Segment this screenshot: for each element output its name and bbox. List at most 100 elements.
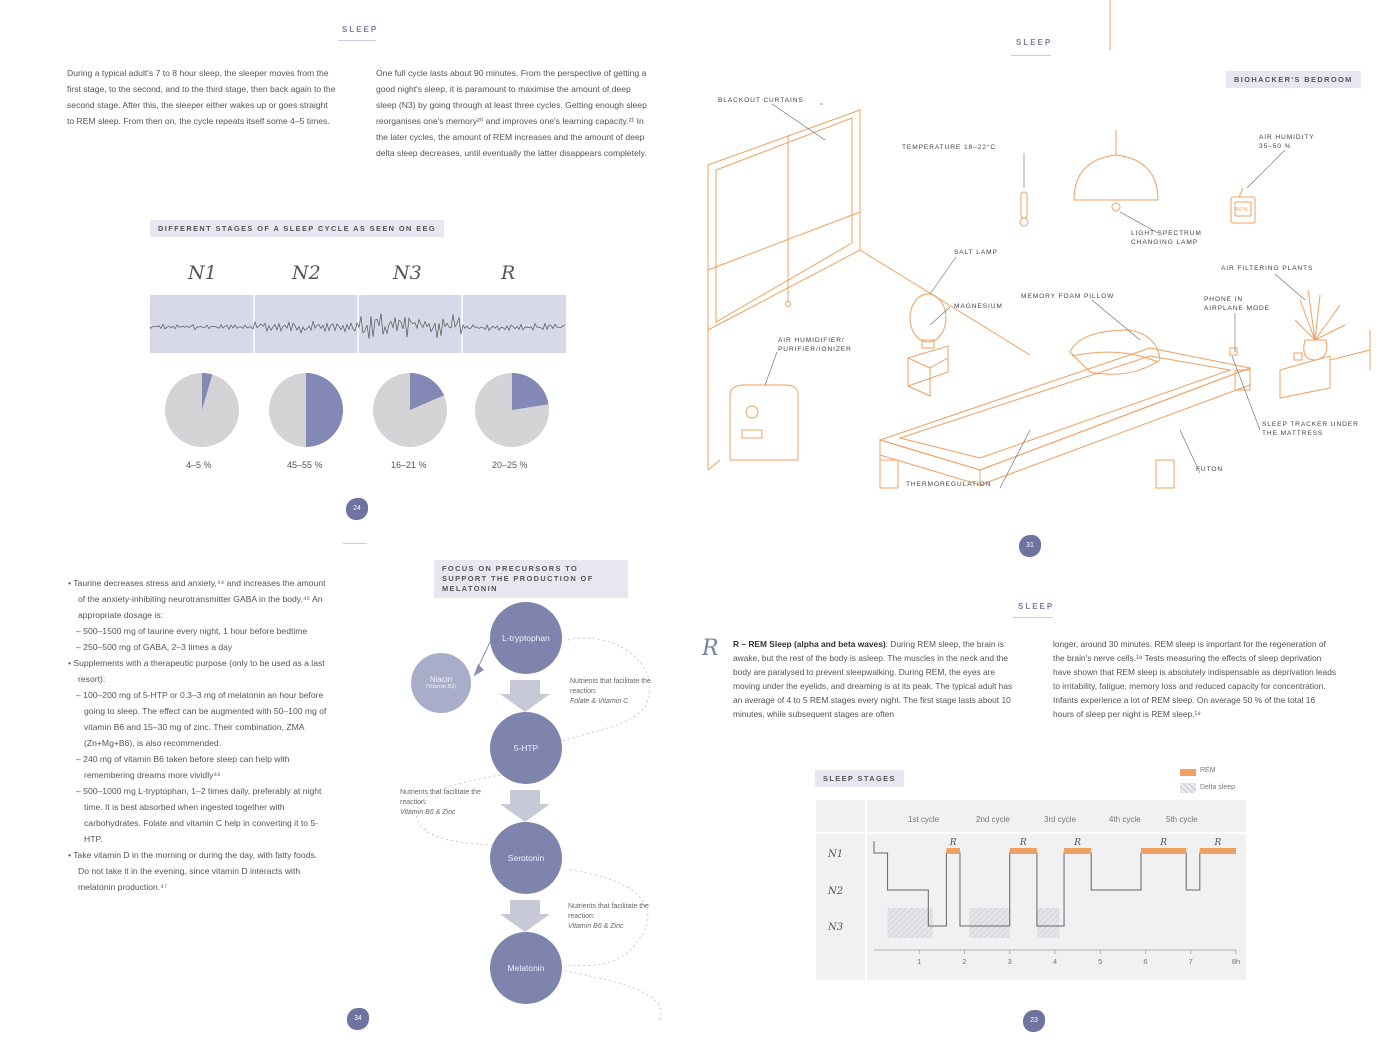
cycle-label-2: 2nd cycle — [976, 815, 1010, 824]
precursor-melatonin: Melatonin — [490, 932, 562, 1004]
page-number: 23 — [1023, 1010, 1045, 1032]
bedroom-figure-title: BIOHACKER'S BEDROOM — [1226, 71, 1361, 88]
callout-phone-airplane: PHONE IN AIRPLANE MODE — [1204, 296, 1270, 312]
eeg-waveform-strip — [150, 295, 566, 353]
precursor-l-tryptophan: L-tryptophan — [490, 602, 562, 674]
delta-period-1 — [887, 908, 933, 938]
x-tick-label: 5 — [1098, 957, 1102, 966]
rem-text-1: : During REM sleep, the brain is awake, … — [733, 639, 1013, 719]
cycle-label-3: 3rd cycle — [1044, 815, 1077, 824]
note-title: Nutrients that facilitate the reaction: — [570, 678, 651, 695]
rem-period-5 — [1199, 848, 1236, 854]
list-item: • Take vitamin D in the morning or durin… — [68, 850, 318, 892]
list-item: – 500–1500 mg of taurine every night, 1 … — [76, 626, 308, 636]
callout-futon: FUTON — [1196, 466, 1224, 473]
list-item: • Supplements with a therapeutic purpose… — [68, 658, 325, 684]
niacin-label: Niacin — [429, 675, 453, 684]
x-tick-label: 8h — [1232, 957, 1240, 966]
intro-column-2: One full cycle lasts about 90 minutes. F… — [376, 68, 647, 158]
list-item: – 250–500 mg of GABA, 2–3 times a day — [76, 642, 233, 652]
cycle-label-1: 1st cycle — [908, 815, 940, 824]
page-number: 31 — [1019, 535, 1041, 557]
x-tick-label: 4 — [1053, 957, 1057, 966]
stage-pct-r: 20–25 % — [492, 460, 528, 470]
rem-heading: R – REM Sleep (alpha and beta waves) — [733, 639, 886, 649]
rem-period-1 — [946, 848, 960, 854]
callout-light-lamp: LIGHT SPECTRUM CHANGING LAMP — [1131, 230, 1202, 246]
stage-pies — [165, 372, 549, 447]
supplement-list: • Taurine decreases stress and anxiety,⁴… — [68, 575, 330, 895]
rem-marker-2: R — [1019, 838, 1027, 848]
intro-column-1: During a typical adult's 7 to 8 hour sle… — [67, 68, 336, 126]
legend-delta-swatch — [1180, 783, 1196, 793]
precursor-serotonin: Serotonin — [490, 822, 562, 894]
drop-cap: R — [702, 636, 719, 661]
section-divider — [338, 40, 376, 41]
precursor-figure-title: FOCUS ON PRECURSORS TO SUPPORT THE PRODU… — [434, 560, 628, 598]
humidity-display: 40% — [1235, 207, 1249, 213]
section-divider — [1013, 617, 1053, 618]
list-item: – 500–1000 mg L-tryptophan, 1–2 times da… — [76, 786, 322, 844]
section-label: SLEEP — [342, 25, 379, 34]
section-label: SLEEP — [1018, 602, 1055, 611]
precursor-5-htp: 5-HTP — [490, 712, 562, 784]
page-number: 24 — [346, 498, 368, 520]
page-bottom-right: SLEEP R R – REM Sleep (alpha and beta wa… — [690, 560, 1400, 1053]
rem-period-3 — [1064, 848, 1092, 854]
nutrient-note-1: Nutrients that facilitate the reaction: … — [570, 677, 670, 707]
stage-pct-n1: 4–5 % — [186, 460, 212, 470]
stage-label-r: R — [501, 262, 516, 284]
section-divider — [343, 543, 367, 544]
x-tick-label: 3 — [1008, 957, 1012, 966]
callout-sleep-tracker: SLEEP TRACKER UNDER THE MATTRESS — [1262, 421, 1359, 437]
eeg-figure-title: DIFFERENT STAGES OF A SLEEP CYCLE AS SEE… — [150, 220, 444, 237]
stage-pct-n2: 45–55 % — [287, 460, 323, 470]
stage-pct-n3: 16–21 % — [391, 460, 427, 470]
page-top-left: SLEEP During a typical adult's 7 to 8 ho… — [0, 0, 690, 530]
note-title: Nutrients that facilitate the reaction: — [400, 789, 481, 806]
callout-air-humidity: AIR HUMIDITY 35–50 % — [1259, 134, 1315, 150]
x-tick-label: 1 — [917, 957, 921, 966]
list-item: – 240 mg of vitamin B6 taken before slee… — [76, 754, 290, 780]
note-nutrients: Folate & Vitamin C — [570, 698, 629, 705]
rem-column-2: longer, around 30 minutes. REM sleep is … — [1053, 639, 1337, 719]
legend-rem-label: REM — [1200, 767, 1216, 774]
legend-rem-swatch — [1180, 769, 1196, 776]
callout-salt-lamp: SALT LAMP — [954, 249, 998, 256]
legend-delta-label: Delta sleep — [1200, 784, 1236, 791]
list-item: – 100–200 mg of 5-HTP or 0.3–3 mg of mel… — [76, 690, 327, 748]
precursor-niacin: Niacin (Vitamin B3) — [411, 653, 471, 713]
x-tick-label: 7 — [1189, 957, 1193, 966]
page-top-right: SLEEP BIOHACKER'S BEDROOM — [690, 0, 1400, 560]
nutrient-note-3: Nutrients that facilitate the reaction: … — [568, 902, 668, 932]
stage-label-n2: N2 — [292, 262, 321, 284]
x-tick-label: 6 — [1143, 957, 1147, 966]
callout-humidifier: AIR HUMIDIFIER/ PURIFIER/IONIZER — [778, 337, 852, 353]
note-nutrients: Vitamin B6 & Zinc — [400, 809, 456, 816]
rem-period-2 — [1009, 848, 1037, 854]
rem-marker-3: R — [1073, 838, 1081, 848]
section-label: SLEEP — [1016, 38, 1053, 47]
list-item: • Taurine decreases stress and anxiety,⁴… — [68, 578, 326, 620]
bedroom-illustration — [707, 0, 1371, 489]
pie-slice-n2 — [306, 373, 343, 447]
page-bottom-left: • Taurine decreases stress and anxiety,⁴… — [0, 530, 690, 1053]
y-tick-n2: N2 — [827, 886, 843, 897]
rem-marker-1: R — [949, 838, 957, 848]
callout-memory-foam-pillow: MEMORY FOAM PILLOW — [1021, 293, 1115, 300]
note-title: Nutrients that facilitate the reaction: — [568, 903, 649, 920]
stage-label-n3: N3 — [393, 262, 422, 284]
rem-marker-4: R — [1159, 838, 1167, 848]
cycle-label-5: 5th cycle — [1166, 815, 1198, 824]
rem-marker-5: R — [1214, 838, 1222, 848]
nutrient-note-2: Nutrients that facilitate the reaction: … — [400, 788, 500, 818]
delta-period-2 — [969, 908, 1010, 938]
precursor-flow — [416, 637, 662, 1021]
y-tick-n1: N1 — [827, 849, 843, 860]
rem-period-4 — [1140, 848, 1187, 854]
callout-thermoregulation: THERMOREGULATION — [906, 481, 992, 488]
rem-column-1: R – REM Sleep (alpha and beta waves): Du… — [733, 637, 1015, 721]
note-nutrients: Vitamin B6 & Zinc — [568, 923, 624, 930]
callout-air-filtering-plants: AIR FILTERING PLANTS — [1221, 265, 1314, 272]
